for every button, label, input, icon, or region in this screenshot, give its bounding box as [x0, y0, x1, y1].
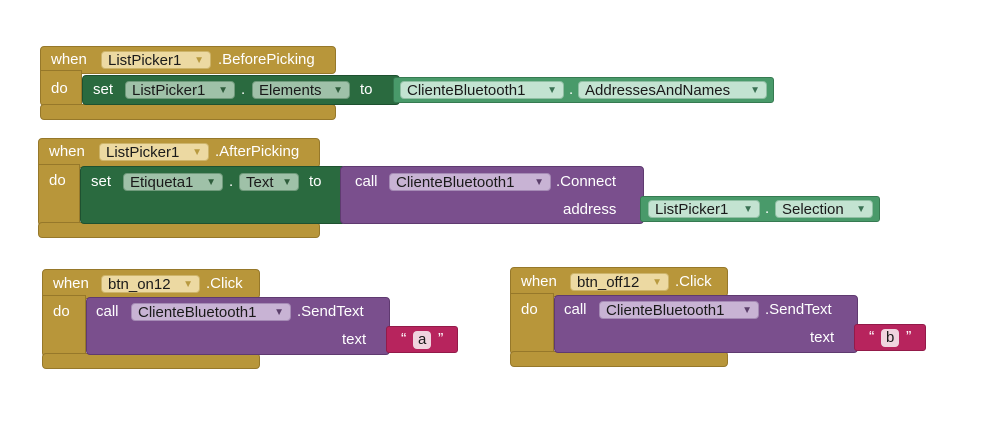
component-name: btn_on12: [108, 276, 171, 293]
dropdown-arrow-icon[interactable]: ▼: [274, 307, 284, 318]
when-keyword: when: [49, 143, 85, 160]
dot-separator: .: [229, 173, 234, 190]
getter-component-name: ClienteBluetooth1: [407, 82, 526, 99]
dot-separator: .: [569, 81, 574, 98]
call-keyword: call: [355, 173, 378, 190]
set-component-name: Etiqueta1: [130, 174, 194, 191]
dropdown-arrow-icon[interactable]: ▼: [856, 204, 866, 215]
event-block-listpicker-afterpicking-body[interactable]: [38, 164, 80, 226]
when-keyword: when: [51, 51, 87, 68]
dropdown-arrow-icon[interactable]: ▼: [750, 85, 760, 96]
getter-property-dropdown[interactable]: AddressesAndNames ▼: [578, 81, 767, 99]
event-block-btn-on12-body[interactable]: [42, 295, 86, 357]
set-property-name: Text: [246, 174, 274, 191]
to-keyword: to: [360, 81, 373, 98]
method-name: .Connect: [556, 173, 617, 190]
set-component-dropdown[interactable]: Etiqueta1 ▼: [123, 173, 223, 191]
event-name: .Click: [206, 275, 243, 292]
call-component-name: ClienteBluetooth1: [138, 304, 257, 321]
event-name: .Click: [675, 273, 712, 290]
component-dropdown-btn-off12[interactable]: btn_off12 ▼: [570, 273, 669, 291]
dropdown-arrow-icon[interactable]: ▼: [192, 147, 202, 158]
component-dropdown-btn-on12[interactable]: btn_on12 ▼: [101, 275, 200, 293]
open-quote-icon: “: [869, 329, 875, 346]
dropdown-arrow-icon[interactable]: ▼: [282, 177, 292, 188]
set-component-dropdown[interactable]: ListPicker1 ▼: [125, 81, 235, 99]
set-component-name: ListPicker1: [132, 82, 206, 99]
event-block-listpicker-beforepicking-body[interactable]: [40, 70, 82, 106]
event-name: .AfterPicking: [215, 143, 300, 160]
dropdown-arrow-icon[interactable]: ▼: [652, 277, 662, 288]
text-string-value[interactable]: b: [881, 329, 900, 347]
dropdown-arrow-icon[interactable]: ▼: [742, 305, 752, 316]
call-component-dropdown[interactable]: ClienteBluetooth1 ▼: [389, 173, 551, 191]
call-keyword: call: [564, 301, 587, 318]
method-name: .SendText: [297, 303, 364, 320]
set-keyword: set: [91, 173, 112, 190]
dot-separator: .: [765, 200, 770, 217]
method-name: .SendText: [765, 301, 832, 318]
do-keyword: do: [49, 172, 66, 189]
set-property-dropdown[interactable]: Text ▼: [239, 173, 299, 191]
argument-label: text: [810, 329, 835, 346]
set-keyword: set: [93, 81, 114, 98]
dropdown-arrow-icon[interactable]: ▼: [183, 279, 193, 290]
event-block-listpicker-beforepicking[interactable]: [40, 46, 336, 74]
call-component-dropdown[interactable]: ClienteBluetooth1 ▼: [599, 301, 759, 319]
to-keyword: to: [309, 173, 322, 190]
component-dropdown-listpicker1[interactable]: ListPicker1 ▼: [101, 51, 211, 69]
getter-component-dropdown[interactable]: ListPicker1 ▼: [648, 200, 760, 218]
set-property-name: Elements: [259, 82, 322, 99]
do-keyword: do: [51, 80, 68, 97]
getter-component-name: ListPicker1: [655, 201, 729, 218]
dropdown-arrow-icon[interactable]: ▼: [218, 85, 228, 96]
dropdown-arrow-icon[interactable]: ▼: [194, 55, 204, 66]
argument-label: text: [342, 331, 367, 348]
dot-separator: .: [241, 81, 246, 98]
component-name: btn_off12: [577, 274, 640, 291]
event-name: .BeforePicking: [218, 51, 315, 68]
dropdown-arrow-icon[interactable]: ▼: [534, 177, 544, 188]
close-quote-icon: ”: [906, 329, 912, 346]
dropdown-arrow-icon[interactable]: ▼: [333, 85, 343, 96]
event-block-btn-off12-body[interactable]: [510, 293, 554, 355]
component-dropdown-listpicker1[interactable]: ListPicker1 ▼: [99, 143, 209, 161]
getter-component-dropdown[interactable]: ClienteBluetooth1 ▼: [400, 81, 564, 99]
dropdown-arrow-icon[interactable]: ▼: [743, 204, 753, 215]
call-component-name: ClienteBluetooth1: [396, 174, 515, 191]
call-component-name: ClienteBluetooth1: [606, 302, 725, 319]
dropdown-arrow-icon[interactable]: ▼: [206, 177, 216, 188]
close-quote-icon: ”: [438, 331, 444, 348]
call-keyword: call: [96, 303, 119, 320]
do-keyword: do: [53, 303, 70, 320]
event-block-btn-off12-footer[interactable]: [510, 351, 728, 367]
dropdown-arrow-icon[interactable]: ▼: [547, 85, 557, 96]
call-component-dropdown[interactable]: ClienteBluetooth1 ▼: [131, 303, 291, 321]
component-name: ListPicker1: [108, 52, 182, 69]
set-property-dropdown[interactable]: Elements ▼: [252, 81, 350, 99]
getter-property-name: Selection: [782, 201, 844, 218]
event-block-listpicker-afterpicking-footer[interactable]: [38, 222, 320, 238]
text-string-value[interactable]: a: [413, 331, 432, 349]
component-name: ListPicker1: [106, 144, 180, 161]
event-block-listpicker-beforepicking-footer[interactable]: [40, 104, 336, 120]
event-block-btn-on12-footer[interactable]: [42, 353, 260, 369]
getter-property-dropdown[interactable]: Selection ▼: [775, 200, 873, 218]
argument-label: address: [563, 201, 617, 218]
open-quote-icon: “: [401, 331, 407, 348]
getter-property-name: AddressesAndNames: [585, 82, 731, 99]
do-keyword: do: [521, 301, 538, 318]
when-keyword: when: [521, 273, 557, 290]
when-keyword: when: [53, 275, 89, 292]
